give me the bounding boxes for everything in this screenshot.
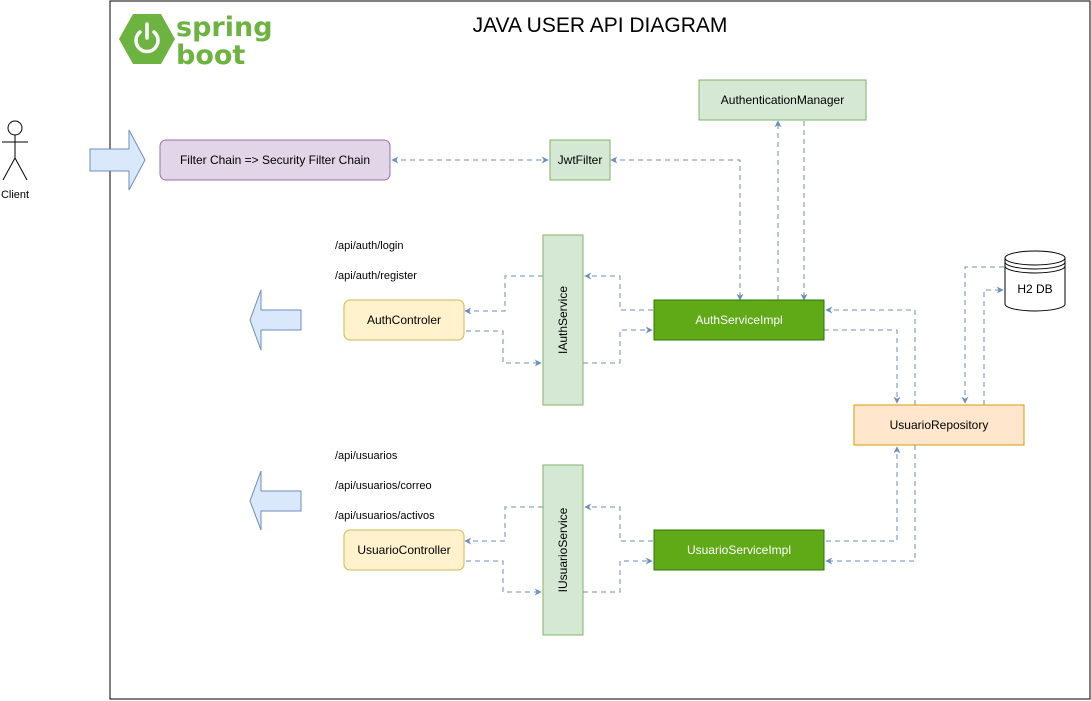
connector-iauth-authimpl — [583, 326, 653, 364]
connector-repo-usuarioimpl — [825, 445, 916, 565]
connector-iusuario-usuarioimpl — [583, 557, 653, 593]
spring-boot-logo: spring boot — [119, 12, 273, 71]
jwt-filter-box — [549, 139, 611, 181]
connector-db-repo — [961, 266, 1004, 404]
request-arrow-icon — [89, 129, 146, 191]
h2-db-label: H2 DB — [1017, 282, 1052, 296]
connector-repo-db — [983, 286, 1004, 405]
client-label: Client — [1, 189, 29, 201]
iauth-service-box — [542, 234, 584, 406]
jwt-filter-label: JwtFilter — [558, 153, 603, 167]
auth-controller-box — [343, 299, 465, 341]
filter-chain-label: Filter Chain => Security Filter Chain — [180, 153, 370, 167]
connector-jwt-authimpl — [610, 156, 744, 301]
usuario-controller-label: UsuarioController — [357, 543, 450, 557]
usuario-repository-box — [853, 404, 1025, 446]
endpoint-auth-login: /api/auth/login — [335, 240, 404, 252]
usuario-repository-label: UsuarioRepository — [890, 418, 989, 432]
connectors — [391, 120, 1004, 596]
logo-text-bottom: boot — [176, 40, 245, 71]
auth-controller-label: AuthControler — [367, 313, 441, 327]
filter-chain-box — [159, 139, 391, 181]
connector-authimpl-iauth — [584, 272, 653, 311]
h2-db-cylinder-icon — [1004, 250, 1066, 312]
endpoint-auth-register: /api/auth/register — [335, 270, 417, 282]
usuario-controller-box — [343, 529, 465, 571]
iusuario-service-box — [542, 464, 584, 636]
endpoint-usuarios-correo: /api/usuarios/correo — [335, 480, 432, 492]
diagram-frame — [109, 0, 1091, 700]
auth-service-impl-label: AuthServiceImpl — [695, 313, 782, 327]
usuarios-response-arrow-icon — [249, 470, 302, 531]
logo-text-top: spring — [176, 12, 273, 43]
connector-authcontroller-iauth — [466, 330, 542, 367]
connector-iauth-authcontroller — [464, 275, 543, 315]
connector-repo-authimpl — [825, 306, 916, 405]
endpoint-usuarios: /api/usuarios — [335, 450, 398, 462]
authentication-manager-box — [698, 79, 867, 121]
endpoint-usuarios-activos: /api/usuarios/activos — [335, 510, 435, 522]
diagram-title: JAVA USER API DIAGRAM — [473, 14, 728, 37]
authentication-manager-label: AuthenticationManager — [721, 93, 844, 107]
connector-usuarioimpl-iusuario — [584, 503, 653, 542]
usuario-service-impl-label: UsuarioServiceImpl — [687, 543, 791, 557]
auth-response-arrow-icon — [249, 289, 302, 351]
iauth-service-label: IAuthService — [556, 286, 570, 354]
client-actor-icon — [2, 120, 28, 181]
usuario-service-impl-box — [653, 529, 825, 571]
connector-authimpl-repo — [824, 329, 901, 404]
auth-service-impl-box — [653, 299, 825, 341]
iusuario-service-label: IUsuarioService — [556, 507, 570, 592]
connector-iusuario-usuariocontroller — [464, 506, 543, 545]
connector-usuariocontroller-iusuario — [466, 560, 542, 596]
